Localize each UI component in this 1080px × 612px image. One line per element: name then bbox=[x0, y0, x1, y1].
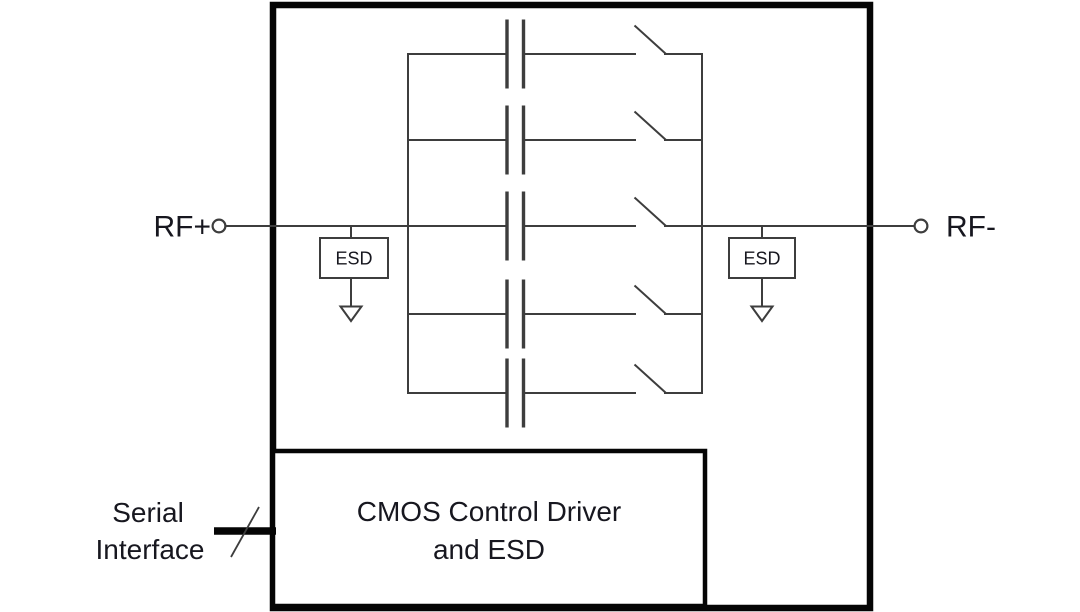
esd-cell-right: ESD bbox=[728, 226, 796, 323]
esd-cell-left: ESD bbox=[319, 226, 389, 323]
esd-right-label: ESD bbox=[743, 249, 780, 269]
ground-icon bbox=[338, 305, 364, 323]
cmos-box bbox=[270, 448, 708, 609]
serial-label-line1: Serial bbox=[112, 497, 184, 528]
cmos-label-line1: CMOS Control Driver bbox=[357, 496, 621, 527]
capacitor-icon bbox=[505, 279, 526, 349]
switch-icon bbox=[633, 110, 667, 141]
switch-icon bbox=[633, 363, 667, 394]
ground-icon bbox=[749, 305, 775, 323]
capacitor-branch-4 bbox=[408, 279, 702, 349]
rf-plus-label: RF+ bbox=[153, 211, 211, 244]
serial-interface-port: Serial Interface bbox=[96, 497, 276, 565]
capacitor-icon bbox=[505, 19, 526, 89]
capacitor-icon bbox=[505, 358, 526, 428]
rf-minus-terminal-icon bbox=[913, 218, 929, 234]
switch-icon bbox=[633, 196, 667, 227]
serial-label-line2: Interface bbox=[96, 534, 205, 565]
rf-plus-terminal-icon bbox=[211, 218, 227, 234]
rf-minus-label: RF- bbox=[946, 211, 996, 244]
switch-icon bbox=[633, 24, 667, 55]
capacitor-branch-3 bbox=[505, 191, 667, 261]
capacitor-icon bbox=[505, 191, 526, 261]
capacitor-icon bbox=[505, 105, 526, 175]
cmos-control-block: CMOS Control Driver and ESD bbox=[270, 448, 708, 609]
bus-width-slash-icon bbox=[230, 506, 260, 558]
capacitor-branch-1 bbox=[408, 19, 702, 89]
esd-left-label: ESD bbox=[335, 249, 372, 269]
cmos-label-line2: and ESD bbox=[433, 534, 545, 565]
capacitor-branch-5 bbox=[408, 358, 702, 428]
esd-box-right bbox=[728, 237, 796, 279]
esd-box-left bbox=[319, 237, 389, 279]
switch-icon bbox=[633, 284, 667, 315]
capacitor-branch-2 bbox=[408, 105, 702, 175]
